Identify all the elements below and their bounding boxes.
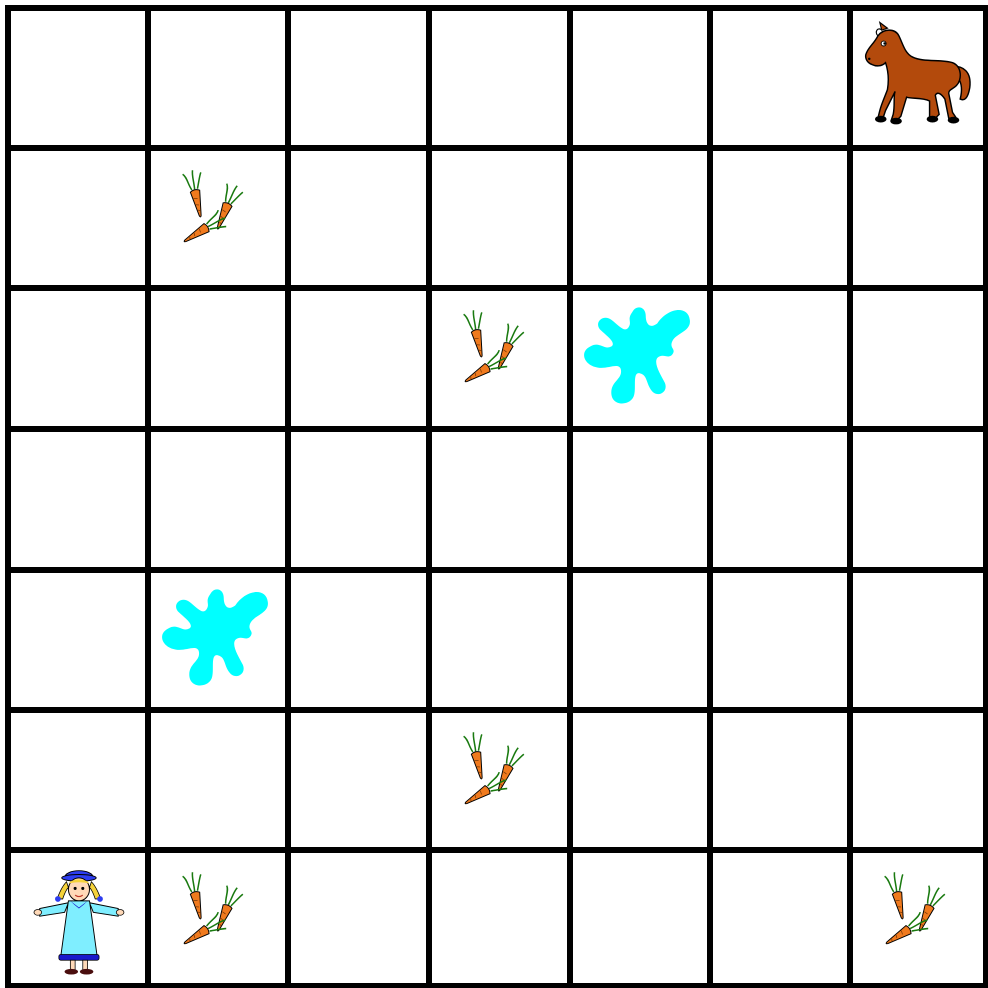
grid-line-vertical xyxy=(847,5,853,988)
grid-cell-carrots[interactable] xyxy=(432,291,572,431)
grid-line-vertical xyxy=(5,5,11,988)
carrots-icon xyxy=(432,713,566,847)
water-puddle-icon xyxy=(151,573,285,707)
grid-cell-girl[interactable] xyxy=(11,853,151,988)
grid-cell-water[interactable] xyxy=(151,573,291,713)
grid-cell-water[interactable] xyxy=(573,291,713,431)
grid-cell-carrots[interactable] xyxy=(853,853,988,988)
grid-cell-carrots[interactable] xyxy=(151,151,291,291)
carrots-icon xyxy=(853,853,987,987)
girl-icon xyxy=(11,853,145,987)
water-puddle-icon xyxy=(573,291,707,425)
carrots-icon xyxy=(151,151,285,285)
horse-icon xyxy=(853,11,987,145)
grid-cell-horse[interactable] xyxy=(853,11,988,151)
grid-line-horizontal xyxy=(5,5,988,11)
grid-line-vertical xyxy=(983,5,988,988)
carrots-icon xyxy=(432,291,566,425)
grid-line-vertical xyxy=(707,5,713,988)
grid-cell-carrots[interactable] xyxy=(151,853,291,988)
carrots-icon xyxy=(151,853,285,987)
grid-cell-carrots[interactable] xyxy=(432,713,572,853)
